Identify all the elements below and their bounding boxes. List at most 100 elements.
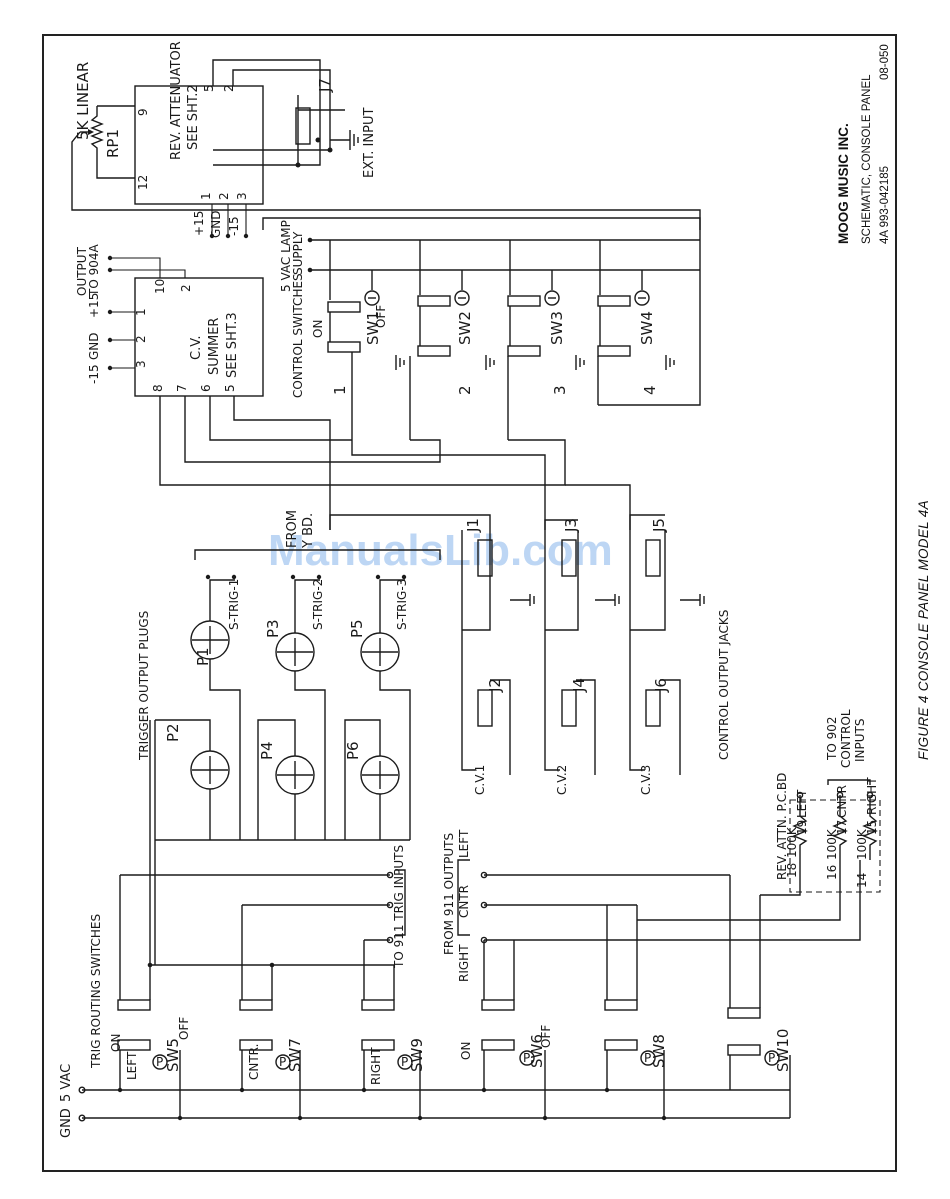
rev-attn-pcb-label: REV. ATTN. P.C.BD [775, 773, 789, 880]
output-routing-switches: ON OFF FROM 911 OUTPUTS RIGHT CNTR LEFT … [442, 829, 861, 1118]
cs-off-label: OFF [374, 305, 388, 328]
title-block: MOOG MUSIC INC. SCHEMATIC, CONSOLE PANEL… [836, 44, 891, 244]
rail-gnd-label: GND [59, 1108, 74, 1138]
lamp-supply-label-1: 5 VAC LAMP [279, 220, 293, 292]
rev-attenuator-sheet: SEE SHT.2 [186, 84, 201, 150]
to-902-2: CONTROL [839, 709, 853, 768]
j7-label: EXT. INPUT [362, 108, 377, 178]
cs-number-2: 2 [456, 385, 474, 395]
r3-pin-a: 14 [855, 873, 869, 888]
supply-minus15: -15 [227, 216, 241, 236]
r2-pin-b: 17 [835, 820, 849, 835]
plug-p5: P5 [348, 619, 366, 638]
lamp-supply-label-2: SUPPLY [291, 231, 305, 275]
sw6-p-glyph: P [523, 1051, 530, 1065]
from-board-label-2: Y BD. [301, 513, 316, 549]
jack-j2: J2 [486, 678, 504, 693]
s-trig-1: S-TRIG-1 [227, 579, 241, 630]
cv-3: C.V.3 [639, 765, 653, 795]
sw3-label: SW3 [548, 311, 566, 345]
supply-plus15: +15 [192, 211, 206, 236]
s-trig-3: S-TRIG-3 [395, 579, 409, 630]
model-number: 4A 993-042185 [879, 166, 891, 244]
r3-pin-b: 15 [865, 820, 879, 835]
s-trig-2: S-TRIG-2 [311, 579, 325, 630]
trig-off-label: OFF [177, 1017, 191, 1040]
to-902-3: INPUTS [853, 719, 867, 762]
sw7-p-glyph: P [279, 1055, 286, 1069]
jack-j6: J6 [652, 678, 670, 693]
plug-p4: P4 [258, 741, 276, 760]
trig-left-label: LEFT [125, 1051, 139, 1080]
trig-right-label: RIGHT [369, 1047, 383, 1085]
trig-cntr-label: CNTR. [247, 1044, 261, 1080]
plug-p3: P3 [264, 619, 282, 638]
from-board-label-1: FROM [285, 510, 300, 548]
sw5-p-glyph: P [156, 1055, 163, 1069]
out-on-label: ON [459, 1042, 473, 1060]
cs-number-1: 1 [331, 385, 349, 395]
jack-j3: J3 [562, 518, 580, 533]
to-902-1: TO 902 [825, 717, 839, 762]
cv-summer-label-3: SEE SHT.3 [225, 312, 240, 378]
cvs-pin-2b: 2 [179, 284, 193, 292]
rail-vac-label: 5 VAC [59, 1064, 74, 1102]
pot-value: 5K LINEAR [74, 62, 92, 140]
out-off-label: OFF [539, 1025, 553, 1048]
pin-2b: 2 [217, 192, 231, 200]
r2-value: 100K [825, 828, 839, 860]
plug-p1: P1 [194, 647, 212, 666]
cvs-output-dest: TO 904A [87, 244, 101, 297]
switch-sw4: SW4 4 [597, 240, 675, 405]
sw1-label: SW1 [364, 311, 382, 345]
cvs-supply-plus15: +15 [87, 293, 101, 318]
switch-sw1: SW1 1 [327, 240, 405, 440]
pin-2: 2 [222, 84, 236, 92]
supply-gnd: GND [209, 210, 223, 238]
trig-routing-switches: TRIG ROUTING SWITCHES ON OFF TO 911 TRIG… [89, 720, 426, 1118]
switch-sw2: SW2 2 [409, 240, 495, 440]
sw8-p-glyph: P [644, 1051, 651, 1065]
sw10-label: SW10 [774, 1029, 792, 1072]
doc-number: 08-050 [879, 44, 891, 80]
power-rails: GND 5 VAC [59, 1064, 790, 1138]
cv-2: C.V.2 [555, 765, 569, 795]
pot-rp1: 5K LINEAR RP1 [71, 62, 701, 230]
sw6-label: SW6 [528, 1034, 546, 1068]
cvs-pin-3: 3 [134, 360, 148, 368]
cvs-supply-gnd: GND [87, 332, 101, 360]
r1-pin-a: 18 [785, 863, 799, 878]
jack-j1: J1 [464, 518, 482, 533]
pot-ref: RP1 [104, 129, 122, 158]
trigger-output-plugs: TRIGGER OUTPUT PLUGS P1 S-TRIG-1 P2 P3 S… [137, 574, 411, 965]
r1-name: LEFT [795, 789, 809, 818]
cvs-supply-minus15: -15 [87, 364, 101, 384]
switch-sw3: SW3 3 [507, 240, 585, 440]
out-cntr-label: CNTR [457, 885, 471, 918]
cvs-pin-2: 2 [134, 335, 148, 343]
jack-j4: J4 [570, 678, 588, 693]
cv-summer-block: C.V. SUMMER SEE SHT.3 3 2 1 10 2 8 7 6 5… [75, 244, 264, 397]
rev-attn-pcb-outline [789, 799, 881, 893]
rev-attn-pcb: REV. ATTN. P.C.BD 18 100K 19 LEFT 16 100… [775, 709, 881, 893]
rev-attenuator-label: REV. ATTENUATOR [169, 41, 184, 160]
sw5-label: SW5 [164, 1038, 182, 1072]
sw7-label: SW7 [286, 1038, 304, 1072]
cs-number-3: 3 [551, 385, 569, 395]
pin-9: 9 [136, 108, 150, 116]
pin-5: 5 [202, 84, 216, 92]
r3-value: 100K [855, 828, 869, 860]
j7-ref: J7 [316, 78, 334, 93]
out-right-label: RIGHT [457, 944, 471, 982]
plug-p2: P2 [164, 723, 182, 742]
control-output-jacks: CONTROL OUTPUT JACKS J1 J2 C.V.1 J3 J4 C… [329, 514, 731, 795]
cs-on-label: ON [311, 320, 325, 338]
drawing-border [42, 34, 897, 1172]
cvs-pin-6: 6 [199, 384, 213, 392]
cvs-pin-5: 5 [223, 384, 237, 392]
schematic-title: SCHEMATIC, CONSOLE PANEL [861, 74, 873, 244]
pin-3: 3 [235, 192, 249, 200]
control-jacks-heading: CONTROL OUTPUT JACKS [717, 610, 731, 760]
